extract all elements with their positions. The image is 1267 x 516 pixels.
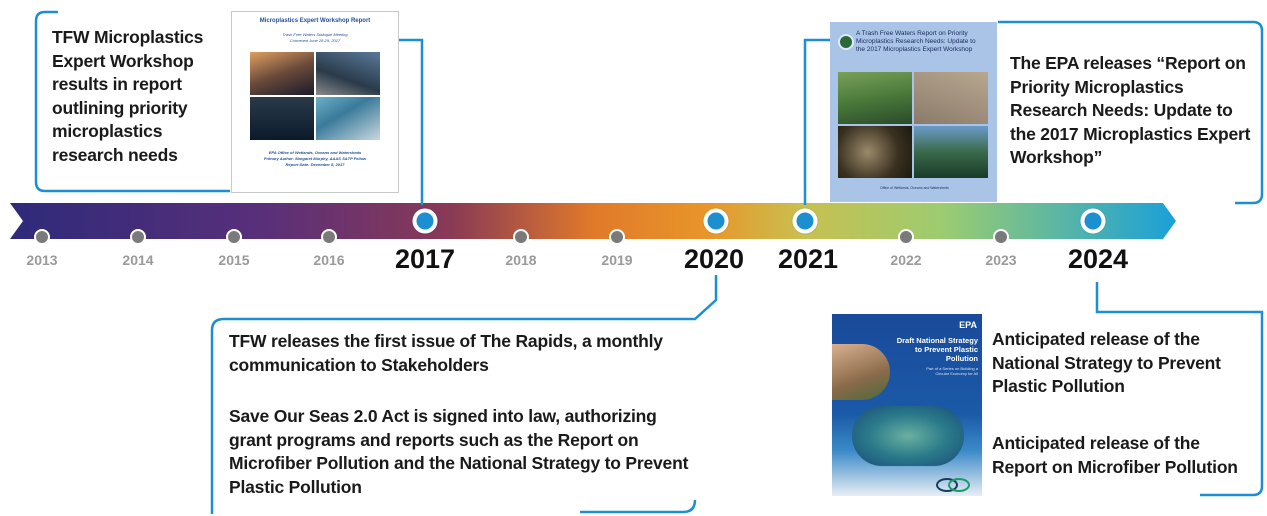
cover-2017-foot1: EPA Office of Wetlands, Oceans and Water… — [268, 150, 362, 155]
year-label: 2016 — [313, 252, 345, 268]
cover-2017-sub2: Convened June 28-29, 2017 — [289, 38, 341, 43]
cover-2021-photo-stream — [838, 72, 912, 124]
cover-2024-title: Draft National Strategy to Prevent Plast… — [896, 336, 978, 363]
cover-2021-title: A Trash Free Waters Report on Priority M… — [856, 30, 976, 53]
milestone-dot-2020 — [703, 208, 729, 234]
callout-2017-border — [34, 10, 230, 193]
cover-2024-epa-logo: EPA — [959, 320, 977, 330]
event-2020-text-2: Save Our Seas 2.0 Act is signed into law… — [229, 406, 689, 497]
cover-2021-photo-debris — [838, 126, 912, 178]
year-label: 2014 — [122, 252, 154, 268]
event-2024-text-1: Anticipated release of the National Stra… — [992, 329, 1221, 396]
dot-2019 — [609, 229, 625, 245]
year-label: 2018 — [505, 252, 537, 268]
cover-2024-loop-icon-right — [948, 478, 970, 492]
callout-2017-connector — [397, 38, 424, 205]
year-label: 2022 — [890, 252, 922, 268]
cover-2017-foot2: Primary Author: Margaret Murphy, AAAS S&… — [263, 156, 367, 161]
dot-2016 — [321, 229, 337, 245]
dot-2015 — [226, 229, 242, 245]
callout-2020-border — [210, 275, 718, 514]
cover-2021-photo-sediment — [914, 72, 988, 124]
year-label: 2023 — [985, 252, 1017, 268]
cover-2021-foot: Office of Wetlands, Oceans and Watershed… — [880, 186, 949, 190]
milestone-dot-2017 — [412, 208, 438, 234]
event-2024-text-2: Anticipated release of the Report on Mic… — [992, 433, 1238, 477]
milestone-dot-2024 — [1080, 208, 1106, 234]
year-label: 2015 — [218, 252, 250, 268]
callout-2021-connector — [803, 38, 830, 205]
year-label-major: 2020 — [683, 244, 745, 274]
year-label-major: 2024 — [1067, 244, 1129, 274]
cover-2017-photo-plastics — [316, 97, 380, 140]
cover-2017-photo-dark — [250, 97, 314, 140]
cover-2017-photo-hand — [316, 52, 380, 95]
event-2021-text: The EPA releases “Report on Priority Mic… — [1010, 53, 1251, 167]
cover-2021-photo-river — [914, 126, 988, 178]
callout-2021-border — [998, 20, 1264, 205]
dot-2018 — [513, 229, 529, 245]
cover-2017-foot3: Report Date: December 8, 2017 — [285, 162, 345, 167]
dot-2022 — [898, 229, 914, 245]
year-label-major: 2021 — [777, 244, 839, 274]
cover-2017-title: Microplastics Expert Workshop Report — [259, 18, 371, 24]
cover-2017-photo-grid — [250, 52, 380, 140]
cover-2021-photo-grid — [838, 72, 988, 180]
year-label: 2013 — [26, 252, 58, 268]
timeline-arrow-band — [10, 203, 1176, 239]
year-label-major: 2017 — [394, 244, 456, 274]
dot-2023 — [993, 229, 1009, 245]
report-cover-2017: Microplastics Expert Workshop Report Tra… — [231, 11, 399, 193]
report-cover-2024: EPA Draft National Strategy to Prevent P… — [832, 314, 982, 496]
cover-2017-sub1: Trash Free Waters Dialogue Meeting — [282, 32, 348, 37]
report-cover-2021: A Trash Free Waters Report on Priority M… — [830, 22, 997, 202]
event-2020-text-1: TFW releases the first issue of The Rapi… — [229, 331, 663, 375]
cover-2024-sub: Part of a Series on Building a Circular … — [926, 366, 978, 376]
dot-2014 — [130, 229, 146, 245]
cover-2024-photo-children — [832, 344, 890, 400]
dot-2013 — [34, 229, 50, 245]
callout-2024-border — [1095, 282, 1264, 497]
milestone-dot-2021 — [792, 208, 818, 234]
callout-connectors — [34, 10, 1264, 514]
cover-2024-photo-turtle — [852, 406, 964, 466]
epa-seal-icon — [838, 34, 854, 50]
cover-2017-photo-sunset — [250, 52, 314, 95]
year-label: 2019 — [601, 252, 633, 268]
event-2017-text: TFW Microplastics Expert Workshop result… — [52, 27, 204, 165]
